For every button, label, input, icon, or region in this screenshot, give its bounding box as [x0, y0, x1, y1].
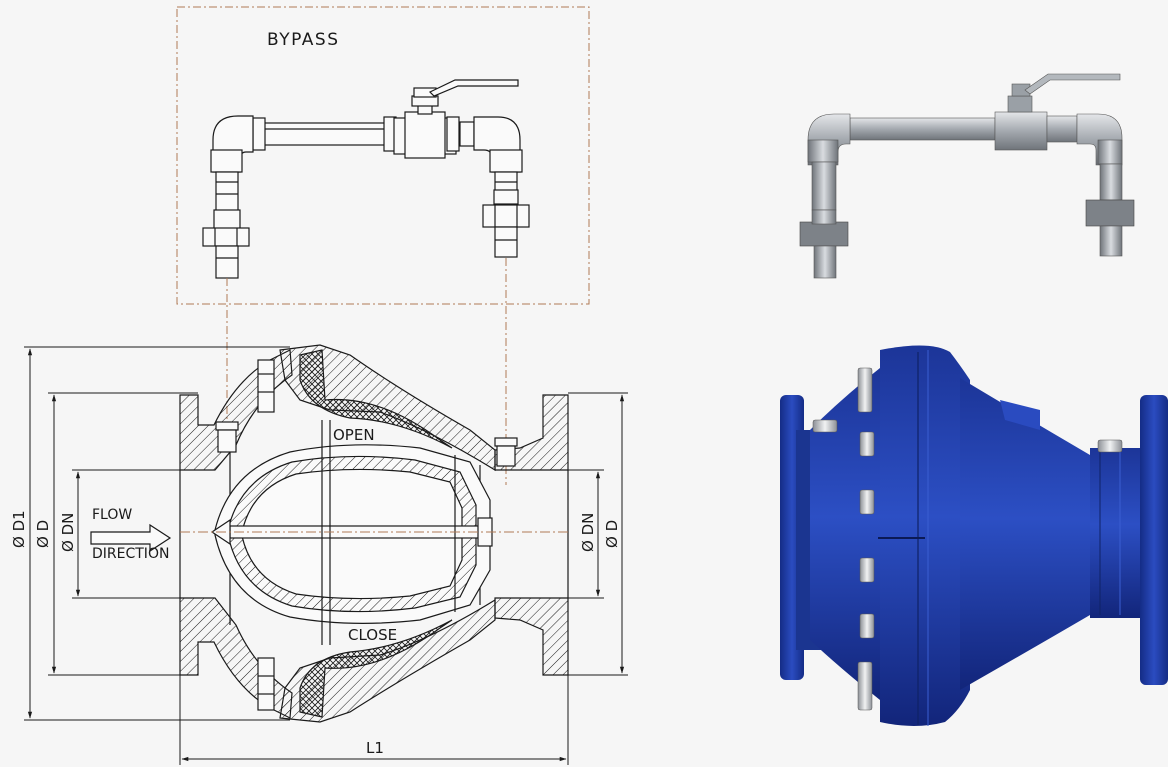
- bypass-3d-render: [799, 73, 1135, 279]
- valve-3d-render: [780, 345, 1168, 726]
- render-right-flange: [1140, 395, 1168, 685]
- render-main-body: [880, 345, 970, 726]
- dim-dn-right-label: Ø DN: [579, 513, 597, 552]
- flow-direction-label: DIRECTION: [92, 546, 169, 562]
- close-label: CLOSE: [348, 626, 397, 644]
- dim-d-right-label: Ø D: [603, 520, 621, 548]
- flow-arrow-icon: [90, 523, 172, 553]
- flow-label: FLOW: [92, 507, 132, 523]
- upper-diaphragm: [299, 349, 453, 449]
- open-label: OPEN: [333, 426, 375, 444]
- flow-direction-indicator: FLOW DIRECTION: [90, 507, 172, 562]
- bypass-detail: BYPASS: [176, 6, 590, 485]
- dim-dn-left-label: Ø DN: [59, 513, 77, 552]
- bypass-frame: [176, 6, 590, 305]
- dimension-lines: [24, 346, 628, 765]
- bolts: [215, 359, 518, 711]
- dim-d1-label: Ø D1: [10, 510, 28, 548]
- valve-section-drawing: [179, 344, 569, 723]
- bypass-label: BYPASS: [267, 30, 340, 50]
- dim-d-left-label: Ø D: [34, 520, 52, 548]
- bypass-pipe-drawing: [202, 79, 530, 279]
- dim-l1-label: L1: [366, 739, 384, 757]
- render-bolts: [812, 367, 1123, 711]
